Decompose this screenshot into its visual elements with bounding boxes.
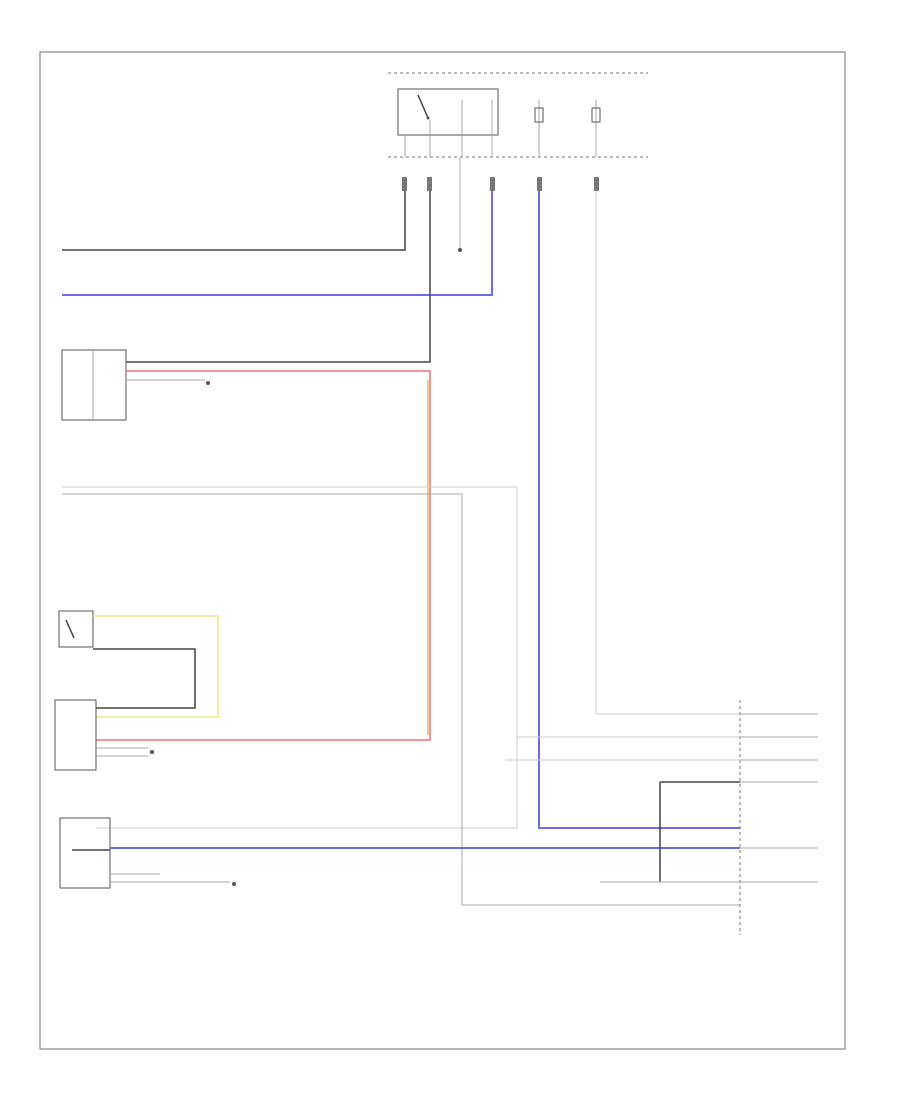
wire-yellow xyxy=(93,615,219,718)
wire-light-gray-loop xyxy=(62,486,518,829)
connector-pin-2 xyxy=(427,177,432,191)
ground-point-4 xyxy=(232,882,236,886)
mirror-switch xyxy=(61,349,127,421)
mirror-switch-box xyxy=(61,349,127,421)
relay-contact-point xyxy=(426,116,430,120)
diagram-frame xyxy=(39,51,846,1050)
right-mirror-box xyxy=(59,817,111,889)
connector-pin-1 xyxy=(402,177,407,191)
connector-pin-5 xyxy=(594,177,599,191)
defogger-relay-switch xyxy=(65,619,75,639)
left-mirror xyxy=(54,699,154,771)
defogger-relay xyxy=(58,610,94,648)
fuse-2-body xyxy=(591,107,601,123)
fuse-box xyxy=(388,72,648,158)
wire-gray-long xyxy=(595,191,740,715)
connector-pin-3 xyxy=(490,177,495,191)
ground-point xyxy=(458,248,462,252)
wire-blue-long xyxy=(538,191,740,829)
connector-pin-4 xyxy=(537,177,542,191)
wire-blue-top xyxy=(62,191,493,296)
wire-black-top xyxy=(62,191,406,251)
ground-point-2 xyxy=(206,381,210,385)
relay-box xyxy=(397,88,499,136)
wire-black-right xyxy=(659,781,740,882)
left-mirror-box xyxy=(54,699,97,771)
wire-black-relay xyxy=(93,648,196,709)
wire-red xyxy=(96,370,431,741)
right-connector xyxy=(739,700,818,935)
wire-black-mirror xyxy=(126,191,431,363)
wire-gray xyxy=(62,493,740,906)
defogger-relay-box xyxy=(58,610,94,648)
right-mirror xyxy=(59,817,236,889)
relay-switch-contact xyxy=(417,94,429,119)
fuse-1-body xyxy=(534,107,544,123)
ground-point-3 xyxy=(150,750,154,754)
